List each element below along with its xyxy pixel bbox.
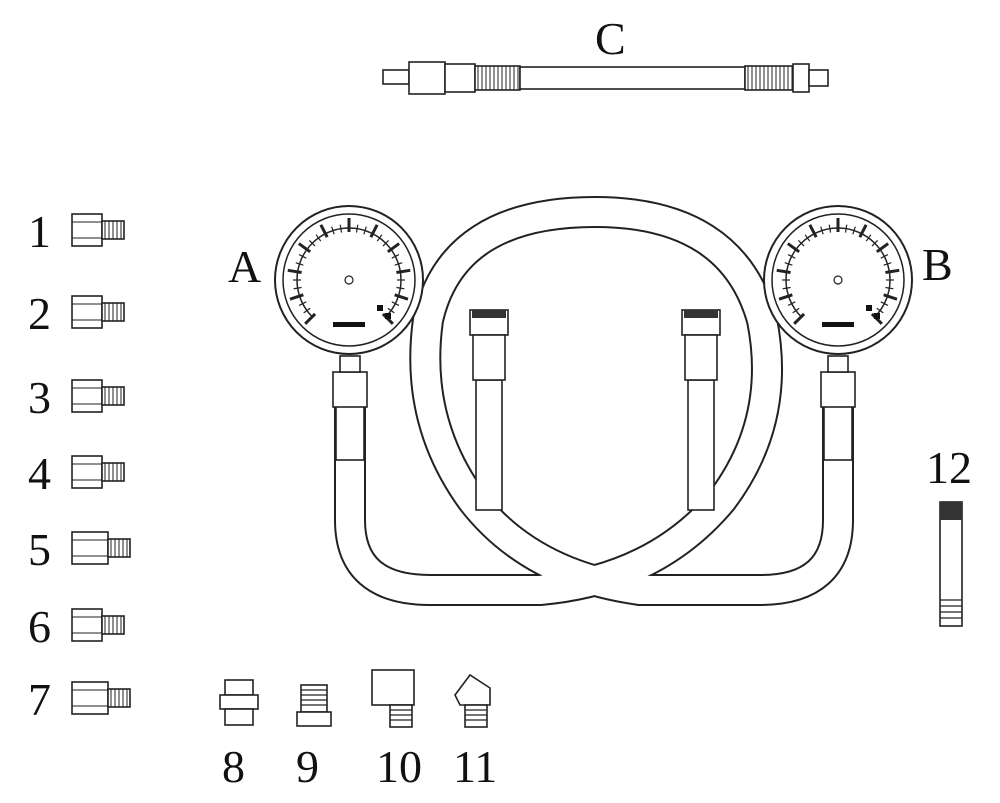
main-hose <box>332 195 856 606</box>
label-10: 10 <box>376 741 422 792</box>
label-4: 4 <box>28 448 51 499</box>
label-1: 1 <box>28 206 51 257</box>
gauge-b <box>763 205 913 355</box>
extension-12 <box>939 501 963 627</box>
label-3: 3 <box>28 372 51 423</box>
fitting-9 <box>296 684 332 727</box>
label-a: A <box>228 241 261 292</box>
adapter-1: 1 <box>28 206 125 257</box>
label-2: 2 <box>28 288 51 339</box>
fitting-10 <box>371 669 415 728</box>
gauge-a <box>274 205 424 355</box>
adapter-3: 3 <box>28 372 125 423</box>
label-b: B <box>922 239 953 290</box>
adapter-list: 1 2 3 4 5 6 7 <box>28 206 131 725</box>
hose-c <box>382 61 829 95</box>
label-12: 12 <box>926 442 972 493</box>
label-6: 6 <box>28 601 51 652</box>
label-8: 8 <box>222 741 245 792</box>
adapter-6: 6 <box>28 601 125 652</box>
label-c: C <box>595 13 626 64</box>
adapter-7: 7 <box>28 674 131 725</box>
fitting-11 <box>454 673 491 728</box>
adapter-2: 2 <box>28 288 125 339</box>
adapter-4: 4 <box>28 448 125 499</box>
label-7: 7 <box>28 674 51 725</box>
label-11: 11 <box>453 741 497 792</box>
label-9: 9 <box>296 741 319 792</box>
fitting-8 <box>219 679 259 726</box>
adapter-5: 5 <box>28 524 131 575</box>
label-5: 5 <box>28 524 51 575</box>
